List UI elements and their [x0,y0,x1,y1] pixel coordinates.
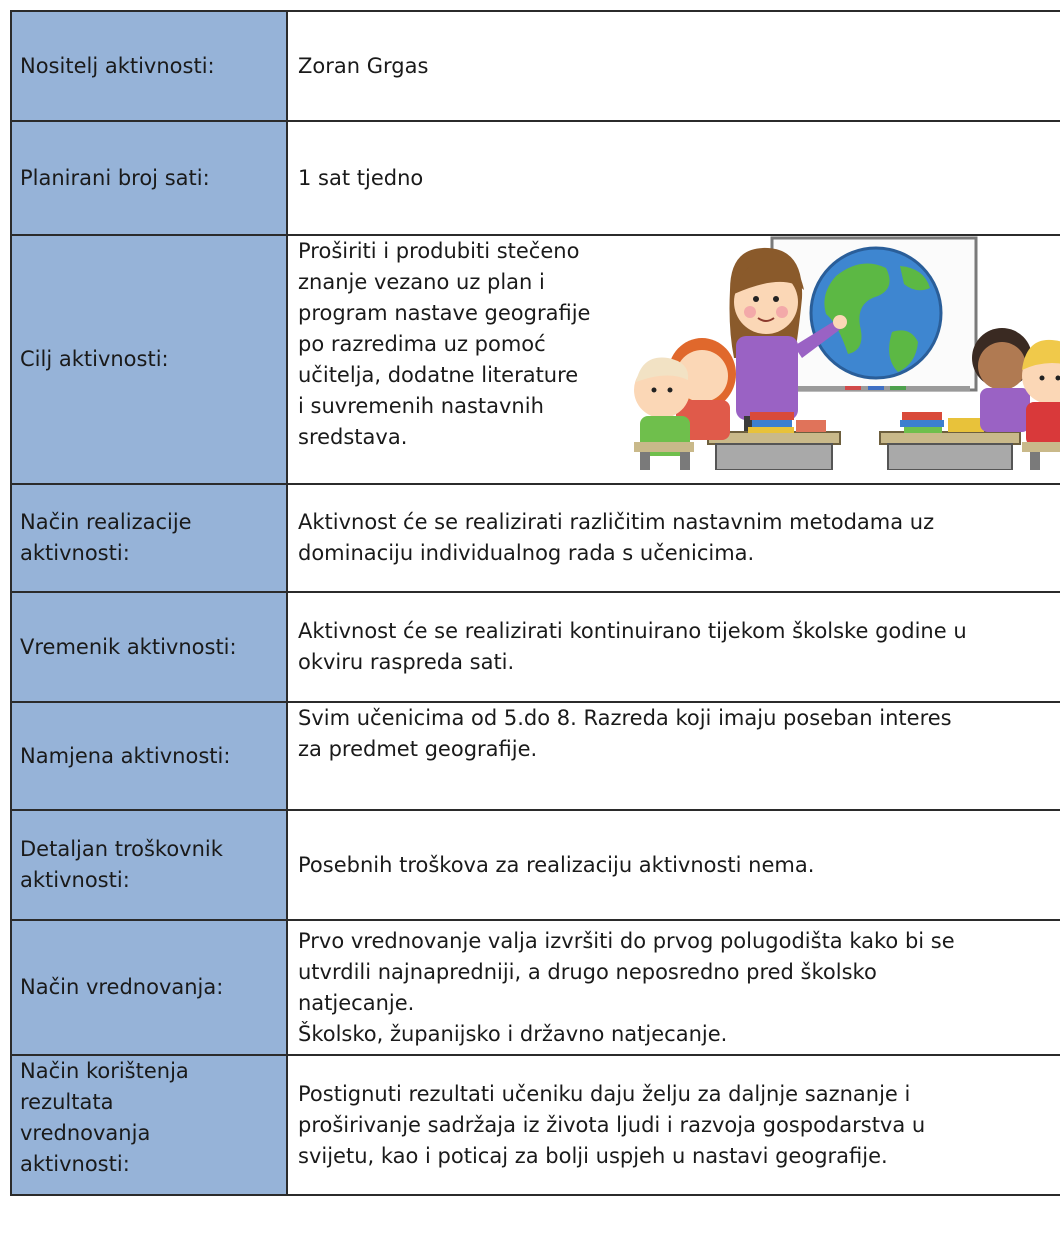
table-row: Detaljan troškovnik aktivnosti: Posebnih… [10,809,1060,921]
table-row: Način realizacije aktivnosti: Aktivnost … [10,483,1060,593]
row-value: Svim učenicima od 5.do 8. Razreda koji i… [286,701,1060,811]
row-label: Detaljan troškovnik aktivnosti: [10,809,288,921]
row-label: Nositelj aktivnosti: [10,10,288,122]
table-row: Nositelj aktivnosti: Zoran Grgas [10,10,1060,122]
activity-table: Nositelj aktivnosti: Zoran Grgas Planira… [10,10,1060,1196]
table-row: Namjena aktivnosti: Svim učenicima od 5.… [10,701,1060,811]
row-value: Aktivnost će se realizirati različitim n… [286,483,1060,593]
table-row: Način korištenja rezultata vrednovanja a… [10,1054,1060,1196]
row-label: Način korištenja rezultata vrednovanja a… [10,1054,288,1196]
table-row: Način vrednovanja: Prvo vrednovanje valj… [10,919,1060,1056]
row-label: Planirani broj sati: [10,120,288,236]
row-label: Vremenik aktivnosti: [10,591,288,703]
row-label: Način realizacije aktivnosti: [10,483,288,593]
table-row: Vremenik aktivnosti: Aktivnost će se rea… [10,591,1060,703]
row-label: Način vrednovanja: [10,919,288,1056]
row-value: Prvo vrednovanje valja izvršiti do prvog… [286,919,1060,1056]
goal-text: Proširiti i produbiti stečeno znanje vez… [298,239,591,449]
row-value: Posebnih troškova za realizaciju aktivno… [286,809,1060,921]
row-label: Cilj aktivnosti: [10,234,288,485]
row-value: Zoran Grgas [286,10,1060,122]
table-row: Planirani broj sati: 1 sat tjedno [10,120,1060,236]
row-value: 1 sat tjedno [286,120,1060,236]
row-value: Postignuti rezultati učeniku daju želju … [286,1054,1060,1196]
row-label: Namjena aktivnosti: [10,701,288,811]
classroom-illustration [630,236,1060,470]
row-value: Aktivnost će se realizirati kontinuirano… [286,591,1060,703]
